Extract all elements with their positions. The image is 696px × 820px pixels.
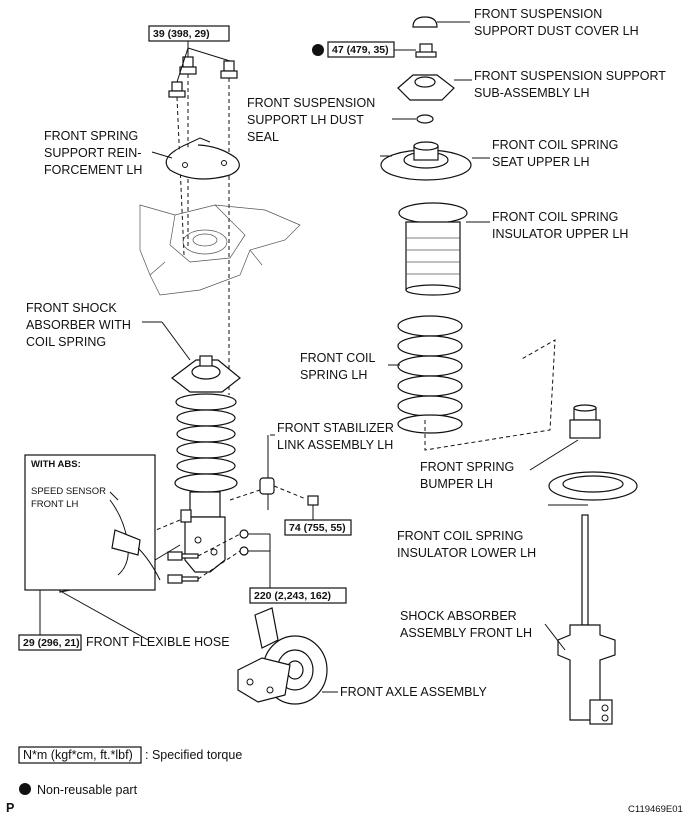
label-axle-assembly: FRONT AXLE ASSEMBLY <box>340 685 487 699</box>
torque-47-text: 47 (479, 35) <box>332 44 389 56</box>
torque-39: 39 (398, 29) <box>148 25 230 42</box>
label-shock-with-spring: FRONT SHOCK ABSORBER WITH COIL SPRING <box>26 301 134 349</box>
label-stabilizer-link: FRONT STABILIZER LINK ASSEMBLY LH <box>277 421 397 452</box>
torque-220: 220 (2,243, 162) <box>249 587 347 604</box>
label-reinforcement: FRONT SPRING SUPPORT REIN- FORCEMENT LH <box>44 129 145 177</box>
label-seat-upper: FRONT COIL SPRING SEAT UPPER LH <box>492 138 622 169</box>
suspension-support-sub-assembly <box>397 74 455 101</box>
torque-29: 29 (296, 21) <box>18 634 82 651</box>
label-dust-cover: FRONT SUSPENSION SUPPORT DUST COVER LH <box>474 7 639 38</box>
coil-spring-insulator-lower <box>548 471 638 501</box>
torque-220-text: 220 (2,243, 162) <box>254 590 331 602</box>
legend-nonreusable-text: Non-reusable part <box>37 783 138 797</box>
label-spring-bumper: FRONT SPRING BUMPER LH <box>420 460 518 491</box>
label-coil-spring: FRONT COIL SPRING LH <box>300 351 379 382</box>
front-axle-assembly <box>237 607 328 705</box>
spring-support-reinforcement <box>165 137 240 180</box>
coil-spring-seat-upper <box>380 141 472 181</box>
nonreusable-dot-icon <box>19 783 31 795</box>
dust-cover <box>412 16 438 28</box>
stabilizer-link <box>259 477 319 510</box>
knuckle-bolts <box>167 529 249 584</box>
legend: N*m (kgf*cm, ft.*lbf) : Specified torque… <box>18 746 242 797</box>
front-coil-spring <box>397 315 463 434</box>
torque-29-text: 29 (296, 21) <box>23 637 80 649</box>
torque-74-text: 74 (755, 55) <box>289 522 346 534</box>
torque-74: 74 (755, 55) <box>284 519 352 536</box>
shock-absorber-assembly <box>557 514 616 725</box>
legend-torque-text: : Specified torque <box>145 748 242 762</box>
shock-absorber-with-coil-spring <box>171 355 241 573</box>
torque-47: 47 (479, 35) <box>312 41 395 58</box>
coil-spring-insulator-upper <box>398 202 468 296</box>
upper-support-nuts <box>168 56 238 98</box>
legend-torque-box-text: N*m (kgf*cm, ft.*lbf) <box>23 748 133 762</box>
figure-code: C119469E01 <box>628 804 683 815</box>
label-speed-sensor: SPEED SENSOR FRONT LH <box>31 486 109 510</box>
label-flexible-hose: FRONT FLEXIBLE HOSE <box>86 635 230 649</box>
support-dust-seal <box>416 114 434 124</box>
label-dust-seal: FRONT SUSPENSION SUPPORT LH DUST SEAL <box>247 96 379 144</box>
label-shock-assembly: SHOCK ABSORBER ASSEMBLY FRONT LH <box>400 609 532 640</box>
support-nut <box>415 43 437 58</box>
torque-39-text: 39 (398, 29) <box>153 28 210 40</box>
label-support-sub-assembly: FRONT SUSPENSION SUPPORT SUB-ASSEMBLY LH <box>474 69 669 100</box>
label-insulator-upper: FRONT COIL SPRING INSULATOR UPPER LH <box>492 210 628 241</box>
label-insulator-lower: FRONT COIL SPRING INSULATOR LOWER LH <box>397 529 536 560</box>
spring-bumper <box>569 404 601 439</box>
corner-letter: P <box>6 801 14 815</box>
abs-inset-box <box>24 454 161 591</box>
vehicle-body-panel <box>139 204 301 296</box>
label-with-abs: WITH ABS: <box>31 459 81 470</box>
